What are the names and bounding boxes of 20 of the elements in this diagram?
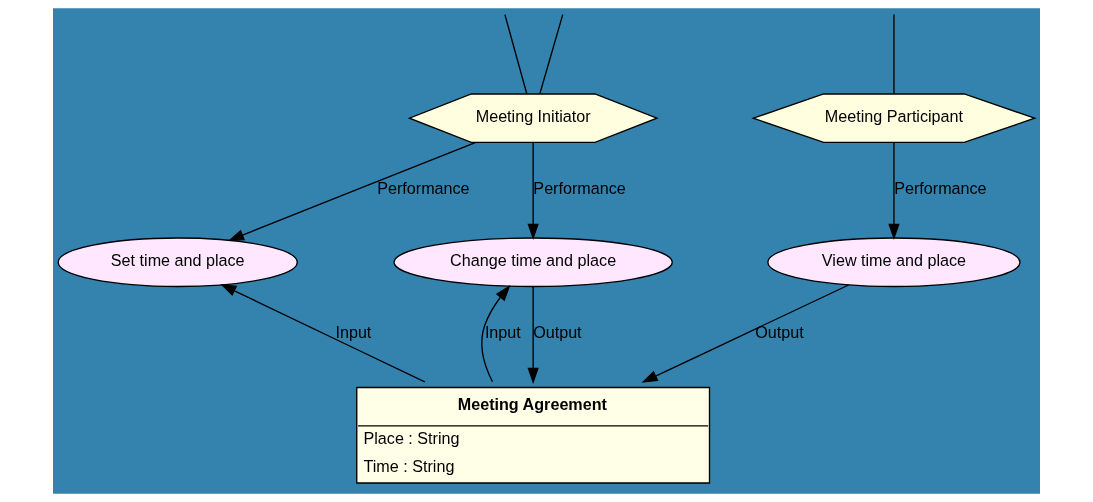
node-ellipse: Change time and place: [393, 237, 673, 288]
edge-label: Performance: [377, 179, 470, 198]
arrow: [641, 284, 850, 383]
arrow: [481, 285, 511, 383]
edge-label: Performance: [894, 179, 987, 198]
edge-label: Output: [533, 323, 582, 342]
arrow: [227, 141, 476, 241]
node-ellipse: View time and place: [767, 237, 1021, 288]
edge-label: Input: [335, 323, 372, 342]
arrow: [888, 142, 900, 241]
edge-label: Performance: [533, 179, 626, 198]
arrow: [527, 285, 539, 385]
edge-label: Input: [484, 323, 521, 342]
arrow: [527, 142, 539, 241]
connector: [504, 13, 528, 95]
connector: [539, 13, 564, 95]
connector: [893, 13, 895, 95]
edge-label: Output: [755, 323, 804, 342]
arrow: [220, 283, 426, 383]
node-ellipse: Set time and place: [57, 237, 298, 288]
